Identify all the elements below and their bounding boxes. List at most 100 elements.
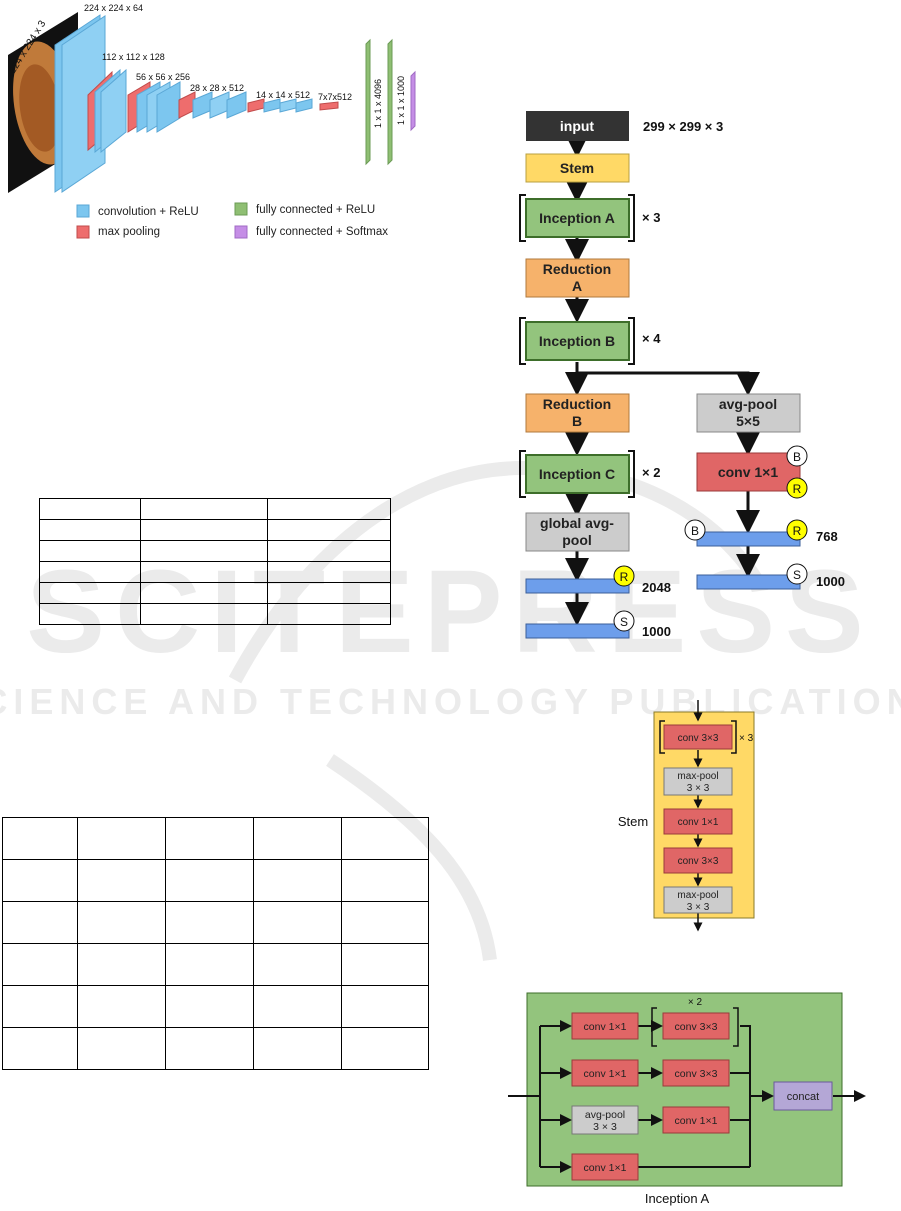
vgg-softmax-block (410, 70, 416, 132)
main-fc-marker-r (613, 565, 635, 587)
empty-table-small (39, 498, 391, 625)
aux-fc-marker-b (684, 519, 706, 541)
stem-repeat: × 3 (739, 733, 754, 744)
vgg-block-3 (127, 81, 181, 133)
table-row (2, 817, 429, 860)
inception-c-block (525, 454, 630, 494)
ia-b3-conv1x1-label: conv 1×1 (675, 1115, 718, 1127)
empty-table-large (2, 817, 429, 1070)
ia-b2-conv1x1-label: conv 1×1 (584, 1068, 627, 1080)
stem-maxpool-a (663, 767, 733, 796)
inception-a-label: Inception A (539, 210, 615, 226)
main-output-dim: 1000 (642, 624, 671, 639)
vgg-pool5-block (319, 101, 339, 111)
inception-b-repeat: × 4 (642, 331, 661, 346)
aux-fc-marker-r-text: R (793, 524, 802, 538)
ia-concat-block (773, 1081, 833, 1111)
vgg-block-4 (178, 91, 247, 119)
aux-fc-bar (696, 531, 801, 547)
aux-conv-label: conv 1×1 (718, 464, 779, 480)
stem-detail-title: Stem (618, 814, 648, 829)
aux-conv-block (696, 452, 801, 492)
inception-input-block (526, 111, 629, 141)
legend-swatch-fc-softmax (234, 225, 248, 239)
inception-a-repeat: × 3 (642, 210, 660, 225)
inception-c-repeat: × 2 (642, 465, 660, 480)
vgg-legend: convolution + ReLU max pooling fully con… (76, 202, 388, 239)
vgg-layer-label-4: 28 x 28 x 512 (190, 83, 244, 93)
table-row (2, 1027, 429, 1070)
main-fc-bar (525, 578, 630, 594)
reduction-a-line2: A (572, 278, 582, 294)
vgg-layer-label-3: 56 x 56 x 256 (136, 72, 190, 82)
table-row (39, 603, 391, 625)
reduction-b-line1: Reduction (543, 396, 611, 412)
stem-conv-1x1 (663, 808, 733, 835)
inception-a-bracket (519, 194, 635, 242)
ia-b4-conv1x1-label: conv 1×1 (584, 1162, 627, 1174)
legend-label-fc-softmax: fully connected + Softmax (256, 226, 388, 238)
aux-fc-dim: 768 (816, 529, 838, 544)
stem-conv-3x3-a-label: conv 3×3 (678, 733, 719, 744)
stem-maxpool-a-line2: 3 × 3 (687, 783, 710, 794)
ia-b2-conv3x3 (662, 1059, 730, 1087)
inception-a-block (525, 198, 630, 238)
reduction-b-line2: B (572, 413, 582, 429)
global-avgpool-block (525, 512, 630, 552)
inception-c-bracket (519, 450, 635, 498)
inception-b-bracket (519, 317, 635, 365)
main-output-bar (525, 623, 630, 639)
inception-input-label: input (560, 118, 595, 134)
legend-label-conv: convolution + ReLU (98, 206, 199, 218)
inception-b-block (525, 321, 630, 361)
reduction-a-line1: Reduction (543, 261, 611, 277)
stem-maxpool-b-line2: 3 × 3 (687, 902, 710, 913)
reduction-b-block (525, 393, 630, 433)
global-avgpool-line1: global avg- (540, 515, 614, 531)
main-fc-marker-r-text: R (620, 570, 629, 584)
table-row (2, 859, 429, 902)
inception-stem-label: Stem (560, 160, 594, 176)
aux-output-marker-s (786, 563, 808, 585)
stem-conv-1x1-label: conv 1×1 (678, 817, 719, 828)
legend-swatch-conv (76, 204, 90, 218)
ia-b1-conv3x3 (662, 1012, 730, 1040)
ia-concat-label: concat (787, 1091, 819, 1103)
vgg-layer-label-1: 224 x 224 x 64 (84, 3, 143, 13)
aux-avgpool-block (696, 393, 801, 433)
aux-output-dim: 1000 (816, 574, 845, 589)
inception-input-dim: 299 × 299 × 3 (643, 119, 723, 134)
vgg-layer-label-7: 1 x 1 x 4096 (373, 79, 383, 128)
inception-a-detail: × 2 conv 1×1 conv 3×3 conv 1×1 conv 3×3 … (508, 992, 866, 1206)
vgg-block-5 (247, 98, 313, 113)
vgg-layer-label-8: 1 x 1 x 1000 (396, 76, 406, 125)
aux-output-bar (696, 574, 801, 590)
table-row (39, 519, 391, 541)
ia-b4-conv1x1 (571, 1153, 639, 1181)
stem-maxpool-a-line1: max-pool (677, 771, 718, 782)
stem-maxpool-b-line1: max-pool (677, 890, 718, 901)
aux-conv-marker-b (786, 445, 808, 467)
ia-b3-conv1x1 (662, 1106, 730, 1134)
ia-b3-avgpool-line1: avg-pool (585, 1109, 625, 1121)
vgg-fc-4096-block (365, 38, 371, 166)
stem-maxpool-b (663, 886, 733, 914)
main-output-marker-s (613, 610, 635, 632)
legend-swatch-fc-relu (234, 202, 248, 216)
aux-avgpool-line2: 5×5 (736, 413, 760, 429)
stem-detail: conv 3×3 × 3 max-pool 3 × 3 conv 1×1 con… (618, 700, 755, 932)
inception-stem-block (525, 153, 630, 183)
inception-a-detail-title: Inception A (645, 1191, 710, 1206)
global-avgpool-line2: pool (562, 532, 592, 548)
reduction-a-block (525, 258, 630, 298)
legend-swatch-pool (76, 225, 90, 239)
ia-b2-conv3x3-label: conv 3×3 (675, 1068, 718, 1080)
main-fc-dim: 2048 (642, 580, 671, 595)
ia-b1-conv1x1-label: conv 1×1 (584, 1021, 627, 1033)
stem-conv-3x3-b-label: conv 3×3 (678, 856, 719, 867)
aux-conv-marker-r (786, 477, 808, 499)
vgg-fc-1000-block (387, 38, 393, 166)
ia-b3-avgpool (571, 1105, 639, 1135)
